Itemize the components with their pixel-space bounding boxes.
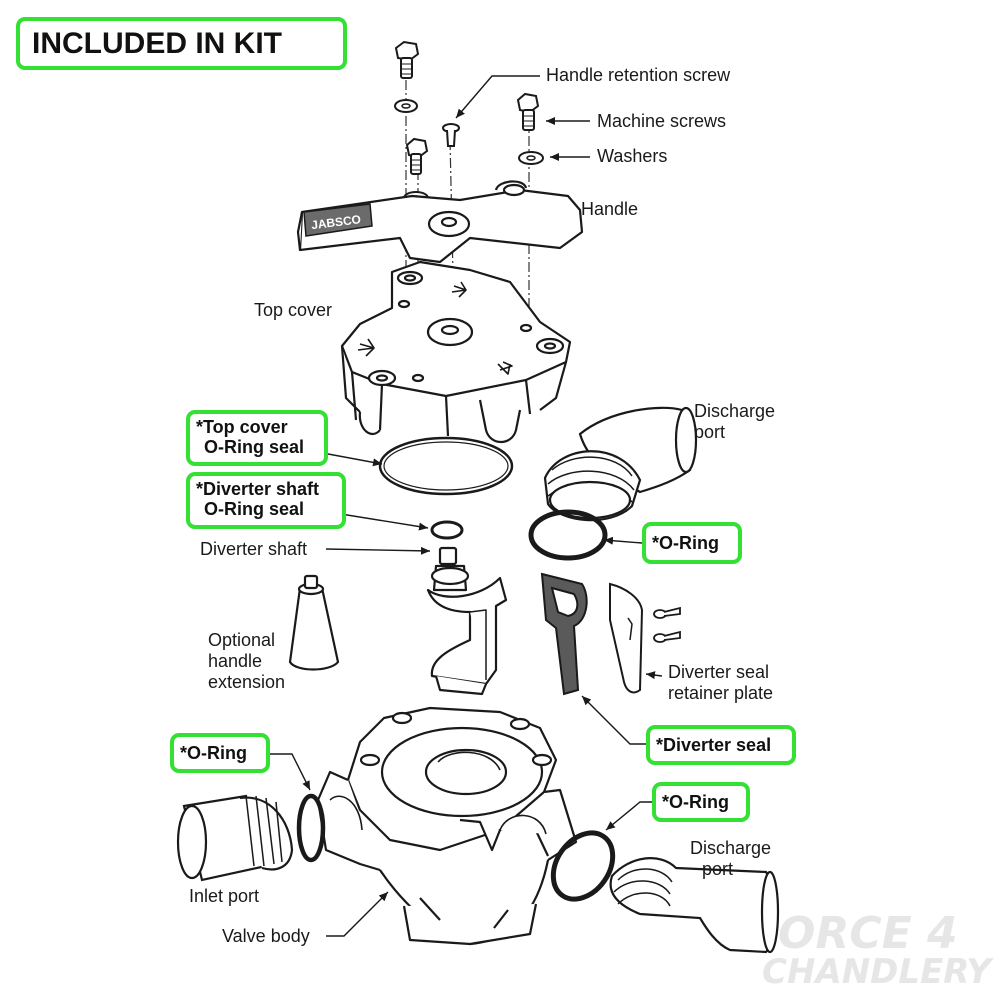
washer-1	[394, 99, 418, 113]
diverter-shaft-part	[426, 546, 508, 696]
machine-screw-right	[516, 92, 540, 131]
discharge-port-lower-part	[609, 857, 780, 954]
label-valve-body: Valve body	[222, 926, 310, 946]
watermark-line1: FORCE 4	[748, 908, 958, 959]
included-in-kit-banner: INCLUDED IN KIT	[16, 17, 347, 70]
oring-discharge-lower-part	[550, 830, 616, 902]
kit-item-oring-inlet: *O-Ring	[170, 733, 270, 773]
washer-3	[518, 151, 544, 165]
kit-item-top-cover-oring-line2: O-Ring seal	[204, 437, 305, 457]
label-washers: Washers	[597, 146, 668, 166]
handle-logo-text: JABSCO	[310, 212, 361, 232]
handle-retention-screw-icon	[442, 123, 460, 147]
machine-screw-middle	[405, 137, 429, 175]
label-discharge-port-upper: Discharge port	[694, 401, 775, 443]
label-discharge-port-upper-line2: port	[694, 422, 726, 442]
label-retainer-line1: Diverter seal	[668, 662, 770, 682]
discharge-port-upper-part	[543, 406, 698, 522]
top-cover-oring-part	[378, 436, 514, 496]
label-optional-line2: handle	[208, 651, 263, 671]
diverter-shaft-oring-part	[430, 520, 464, 540]
label-diverter-shaft: Diverter shaft	[200, 539, 308, 559]
kit-item-diverter-shaft-oring-seal: *Diverter shaft O-Ring seal	[186, 472, 346, 529]
diverter-seal-part	[540, 572, 588, 696]
oring-discharge-upper-part	[528, 509, 608, 561]
kit-item-oring-discharge-lower: *O-Ring	[652, 782, 750, 822]
inlet-port-part	[176, 794, 294, 882]
watermark-line2: CHANDLERY	[762, 952, 991, 992]
kit-item-top-cover-oring-seal: *Top cover O-Ring seal	[186, 410, 328, 466]
label-handle-retention-screw: Handle retention screw	[546, 65, 731, 85]
machine-screw-left	[394, 40, 420, 79]
label-optional-handle-extension: Optional handle extension	[208, 630, 285, 693]
label-handle: Handle	[581, 199, 639, 219]
retainer-screws-icon	[653, 606, 681, 643]
kit-item-diverter-seal: *Diverter seal	[646, 725, 796, 765]
label-top-cover: Top cover	[254, 300, 333, 320]
label-machine-screws: Machine screws	[597, 111, 727, 131]
label-diverter-seal-retainer-plate: Diverter seal retainer plate	[668, 662, 773, 704]
kit-item-diverter-shaft-oring-line2: O-Ring seal	[204, 499, 305, 519]
label-retainer-line2: retainer plate	[668, 683, 774, 703]
kit-item-diverter-shaft-oring-line1: *Diverter shaft	[196, 479, 320, 499]
leader-lines	[266, 75, 663, 937]
top-cover-part	[340, 260, 572, 444]
optional-handle-extension-part	[288, 574, 340, 671]
label-inlet-port: Inlet port	[189, 886, 260, 906]
label-discharge-port-lower: Discharge port	[690, 838, 771, 880]
label-optional-line3: extension	[208, 672, 286, 692]
label-discharge-port-lower-line2: port	[702, 859, 734, 879]
kit-item-top-cover-oring-line1: *Top cover	[196, 417, 288, 437]
diverter-seal-retainer-plate-part	[609, 582, 644, 694]
label-optional-line1: Optional	[208, 630, 276, 650]
label-discharge-port-upper-line1: Discharge	[694, 401, 776, 421]
handle-logo-plate: JABSCO	[303, 203, 373, 237]
label-discharge-port-lower-line1: Discharge	[690, 838, 772, 858]
oring-inlet-part	[296, 793, 326, 863]
kit-item-oring-discharge-upper: *O-Ring	[642, 522, 742, 564]
valve-body-part	[316, 706, 578, 946]
